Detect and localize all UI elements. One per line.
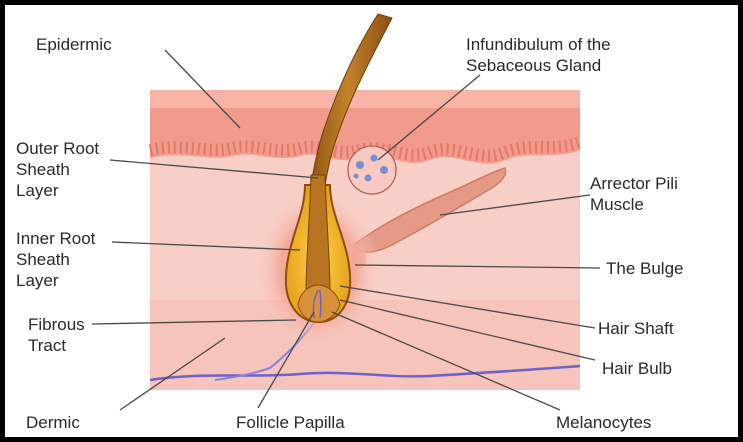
label-hair-shaft: Hair Shaft xyxy=(598,318,674,339)
label-outer-root-sheath: Outer Root Sheath Layer xyxy=(16,138,99,201)
label-inner-root-sheath: Inner Root Sheath Layer xyxy=(16,228,95,291)
label-the-bulge: The Bulge xyxy=(606,258,684,279)
label-infundibulum: Infundibulum of the Sebaceous Gland xyxy=(466,34,611,76)
sebaceous-gland xyxy=(348,146,396,194)
label-fibrous-tract: Fibrous Tract xyxy=(28,314,85,356)
label-arrector-pili: Arrector Pili Muscle xyxy=(590,173,678,215)
label-dermic: Dermic xyxy=(26,412,80,433)
label-hair-bulb: Hair Bulb xyxy=(602,358,672,379)
epidermis-top-band xyxy=(150,90,580,108)
label-follicle-papilla: Follicle Papilla xyxy=(236,412,345,433)
label-epidermic: Epidermic xyxy=(36,34,112,55)
label-melanocytes: Melanocytes xyxy=(556,412,651,433)
